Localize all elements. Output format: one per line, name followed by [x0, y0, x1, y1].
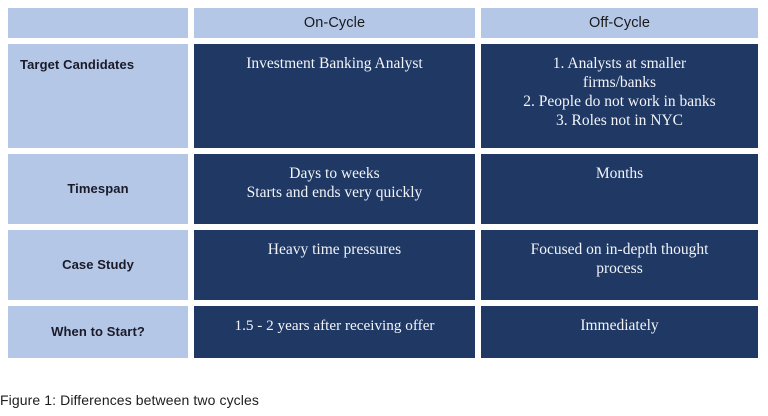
row-label-case-study: Case Study — [8, 230, 188, 300]
data-line: Investment Banking Analyst — [246, 55, 423, 72]
cell-on-cycle-timespan: Days to weeks Starts and ends very quick… — [194, 154, 475, 224]
data-line: Heavy time pressures — [267, 241, 402, 258]
header-on-cycle: On-Cycle — [194, 8, 475, 38]
cell-on-cycle-case-study: Heavy time pressures — [194, 230, 475, 300]
header-cell-blank — [8, 8, 188, 38]
row-label-cell-when-to-start: When to Start? — [8, 306, 188, 358]
header-cell-on-cycle: On-Cycle — [194, 8, 475, 38]
row-label-text: Target Candidates — [20, 57, 135, 72]
data-cell-off-cycle: Months — [481, 154, 758, 224]
data-cell-off-cycle: Focused on in-depth thought process — [481, 230, 758, 300]
row-label-when-to-start: When to Start? — [8, 306, 188, 358]
row-label-cell-target-candidates: Target Candidates — [8, 44, 188, 148]
data-line: firms/banks — [582, 73, 657, 91]
header-on-cycle-label: On-Cycle — [303, 14, 366, 31]
data-line: 1. Analysts at smaller — [552, 55, 687, 72]
data-cell-on-cycle: Heavy time pressures — [194, 230, 475, 300]
row-label-text: Case Study — [62, 256, 134, 272]
data-cell-on-cycle: Investment Banking Analyst — [194, 44, 475, 148]
data-cell-on-cycle: Days to weeks Starts and ends very quick… — [194, 154, 475, 224]
cell-on-cycle-when-to-start: 1.5 - 2 years after receiving offer — [194, 306, 475, 358]
data-line: 1.5 - 2 years after receiving offer — [234, 317, 435, 334]
data-line: Starts and ends very quickly — [246, 183, 423, 201]
table-row: Target Candidates Investment Banking Ana… — [8, 44, 758, 148]
row-label-cell-case-study: Case Study — [8, 230, 188, 300]
data-cell-off-cycle: 1. Analysts at smaller firms/banks 2. Pe… — [481, 44, 758, 148]
comparison-table: On-Cycle Off-Cycle Target Candidates Inv… — [2, 2, 764, 364]
row-label-cell-timespan: Timespan — [8, 154, 188, 224]
data-cell-off-cycle: Immediately — [481, 306, 758, 358]
row-label-text: When to Start? — [51, 323, 145, 339]
table-row: Timespan Days to weeks Starts and ends v… — [8, 154, 758, 224]
data-line: Months — [595, 165, 644, 182]
header-cell-off-cycle: Off-Cycle — [481, 8, 758, 38]
data-line: Immediately — [580, 317, 659, 334]
cell-off-cycle-target-candidates: 1. Analysts at smaller firms/banks 2. Pe… — [481, 44, 758, 148]
cell-on-cycle-target-candidates: Investment Banking Analyst — [194, 44, 475, 148]
row-label-text: Timespan — [67, 180, 129, 196]
header-blank-fill — [8, 8, 188, 38]
row-label-timespan: Timespan — [8, 154, 188, 224]
table-row: Case Study Heavy time pressures Focused … — [8, 230, 758, 300]
header-off-cycle-label: Off-Cycle — [588, 14, 651, 31]
cell-off-cycle-timespan: Months — [481, 154, 758, 224]
data-line: 3. Roles not in NYC — [555, 111, 684, 129]
cell-off-cycle-case-study: Focused on in-depth thought process — [481, 230, 758, 300]
data-line: Days to weeks — [289, 165, 380, 182]
data-line: 2. People do not work in banks — [523, 92, 716, 110]
data-line: process — [596, 259, 643, 277]
cell-off-cycle-when-to-start: Immediately — [481, 306, 758, 358]
header-off-cycle: Off-Cycle — [481, 8, 758, 38]
data-line: Focused on in-depth thought — [530, 241, 709, 258]
table-header-row: On-Cycle Off-Cycle — [8, 8, 758, 38]
table-row: When to Start? 1.5 - 2 years after recei… — [8, 306, 758, 358]
figure-caption: Figure 1: Differences between two cycles — [0, 392, 259, 408]
data-cell-on-cycle: 1.5 - 2 years after receiving offer — [194, 306, 475, 358]
row-label-target-candidates: Target Candidates — [8, 44, 188, 148]
